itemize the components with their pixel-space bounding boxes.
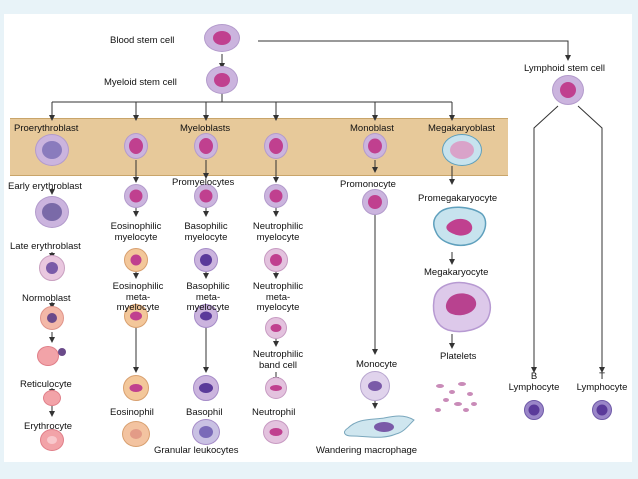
blood-stem-cell bbox=[204, 24, 240, 52]
reticulocyte-cell bbox=[43, 390, 61, 406]
eosinophil-cell bbox=[123, 375, 149, 401]
neutrophil-label: Neutrophil bbox=[252, 407, 296, 418]
myeloblast-cell-1 bbox=[124, 133, 148, 159]
basophil-granular-cell bbox=[192, 419, 220, 445]
promegakaryocyte-label: Promegakaryocyte bbox=[418, 193, 498, 204]
myeloid-stem-cell bbox=[206, 66, 238, 94]
monoblast-label: Monoblast bbox=[350, 123, 394, 134]
blood-stem-cell-label: Blood stem cell bbox=[110, 35, 175, 46]
myeloid-stem-cell-label: Myeloid stem cell bbox=[104, 77, 177, 88]
megakaryoblast-label: Megakaryoblast bbox=[428, 123, 496, 134]
basophilic-myelocyte-cell bbox=[194, 248, 218, 272]
lymphoid-stem-cell bbox=[552, 75, 584, 105]
b-lymphocyte-label: B Lymphocyte bbox=[508, 371, 560, 393]
eosinophilic-metamyelocyte-cell bbox=[124, 304, 148, 328]
eosinophilic-metamyelocyte-label: Eosinophilic meta- myelocyte bbox=[112, 281, 164, 313]
eosinophilic-myelocyte-label: Eosinophilic myelocyte bbox=[110, 221, 162, 243]
diagram-panel bbox=[4, 14, 632, 462]
expelled-nucleus bbox=[58, 348, 66, 356]
line-to-lymphoid bbox=[258, 40, 571, 61]
proerythroblast-cell bbox=[35, 134, 69, 166]
basophilic-myelocyte-label: Basophilic myelocyte bbox=[184, 221, 228, 243]
myeloblasts-label: Myeloblasts bbox=[180, 123, 231, 134]
platelets-label: Platelets bbox=[440, 351, 477, 362]
megakaryocyte-label: Megakaryocyte bbox=[424, 267, 489, 278]
neutrophilic-myelocyte-label: Neutrophilic myelocyte bbox=[252, 221, 304, 243]
monoblast-cell bbox=[363, 133, 387, 159]
promyelocyte-cell-3 bbox=[264, 184, 288, 208]
myeloblast-cell-3 bbox=[264, 133, 288, 159]
eosinophil-label: Eosinophil bbox=[110, 407, 154, 418]
monocyte-label: Monocyte bbox=[356, 359, 398, 370]
lymphoid-stem-cell-label: Lymphoid stem cell bbox=[524, 63, 605, 74]
platelets-group bbox=[435, 382, 477, 412]
basophil-cell bbox=[193, 375, 219, 401]
promyelocyte-cell-2 bbox=[194, 184, 218, 208]
reticulocyte-precursor-cell bbox=[37, 346, 59, 366]
monocyte-cell bbox=[360, 371, 390, 401]
neutrophil-cell bbox=[263, 420, 289, 444]
promyelocytes-label: Promyelocytes bbox=[172, 177, 235, 188]
erythrocyte-cell bbox=[40, 429, 64, 451]
neutrophilic-band-cell-label: Neutrophilic band cell bbox=[252, 349, 304, 371]
megakaryoblast-cell bbox=[442, 134, 482, 166]
macrophage-nucleus bbox=[374, 422, 394, 432]
granular-leukocytes-label: Granular leukocytes bbox=[154, 445, 239, 456]
neutrophilic-metamyelocyte-cell bbox=[265, 317, 287, 339]
eosinophil-granular-cell bbox=[122, 421, 150, 447]
basophilic-metamyelocyte-cell bbox=[194, 304, 218, 328]
late-erythroblast-cell bbox=[39, 255, 65, 281]
blast-cell-band bbox=[10, 118, 508, 176]
neutrophilic-band-cell bbox=[265, 377, 287, 399]
neutrophilic-myelocyte-cell bbox=[264, 248, 288, 272]
b-lymphocyte-cell bbox=[524, 400, 544, 420]
t-lymphocyte-cell bbox=[592, 400, 612, 420]
wandering-macrophage-label: Wandering macrophage bbox=[316, 445, 418, 456]
reticulocyte-label: Reticulocyte bbox=[20, 379, 72, 390]
promyelocyte-cell-1 bbox=[124, 184, 148, 208]
eosinophilic-myelocyte-cell bbox=[124, 248, 148, 272]
erythrocyte-label: Erythrocyte bbox=[24, 421, 73, 432]
early-erythroblast-label: Early erythroblast bbox=[8, 181, 82, 192]
basophilic-metamyelocyte-label: Basophilic meta- myelocyte bbox=[186, 281, 230, 313]
late-erythroblast-label: Late erythroblast bbox=[10, 241, 81, 252]
myeloblast-cell-2 bbox=[194, 133, 218, 159]
proerythroblast-label: Proerythroblast bbox=[14, 123, 79, 134]
basophil-label: Basophil bbox=[186, 407, 223, 418]
neutrophilic-metamyelocyte-label: Neutrophilic meta- myelocyte bbox=[252, 281, 304, 313]
normoblast-cell bbox=[40, 306, 64, 330]
normoblast-label: Normoblast bbox=[22, 293, 71, 304]
promonocyte-label: Promonocyte bbox=[340, 179, 396, 190]
early-erythroblast-cell bbox=[35, 196, 69, 228]
promonocyte-cell bbox=[362, 189, 388, 215]
t-lymphocyte-label: T Lymphocyte bbox=[576, 371, 628, 393]
